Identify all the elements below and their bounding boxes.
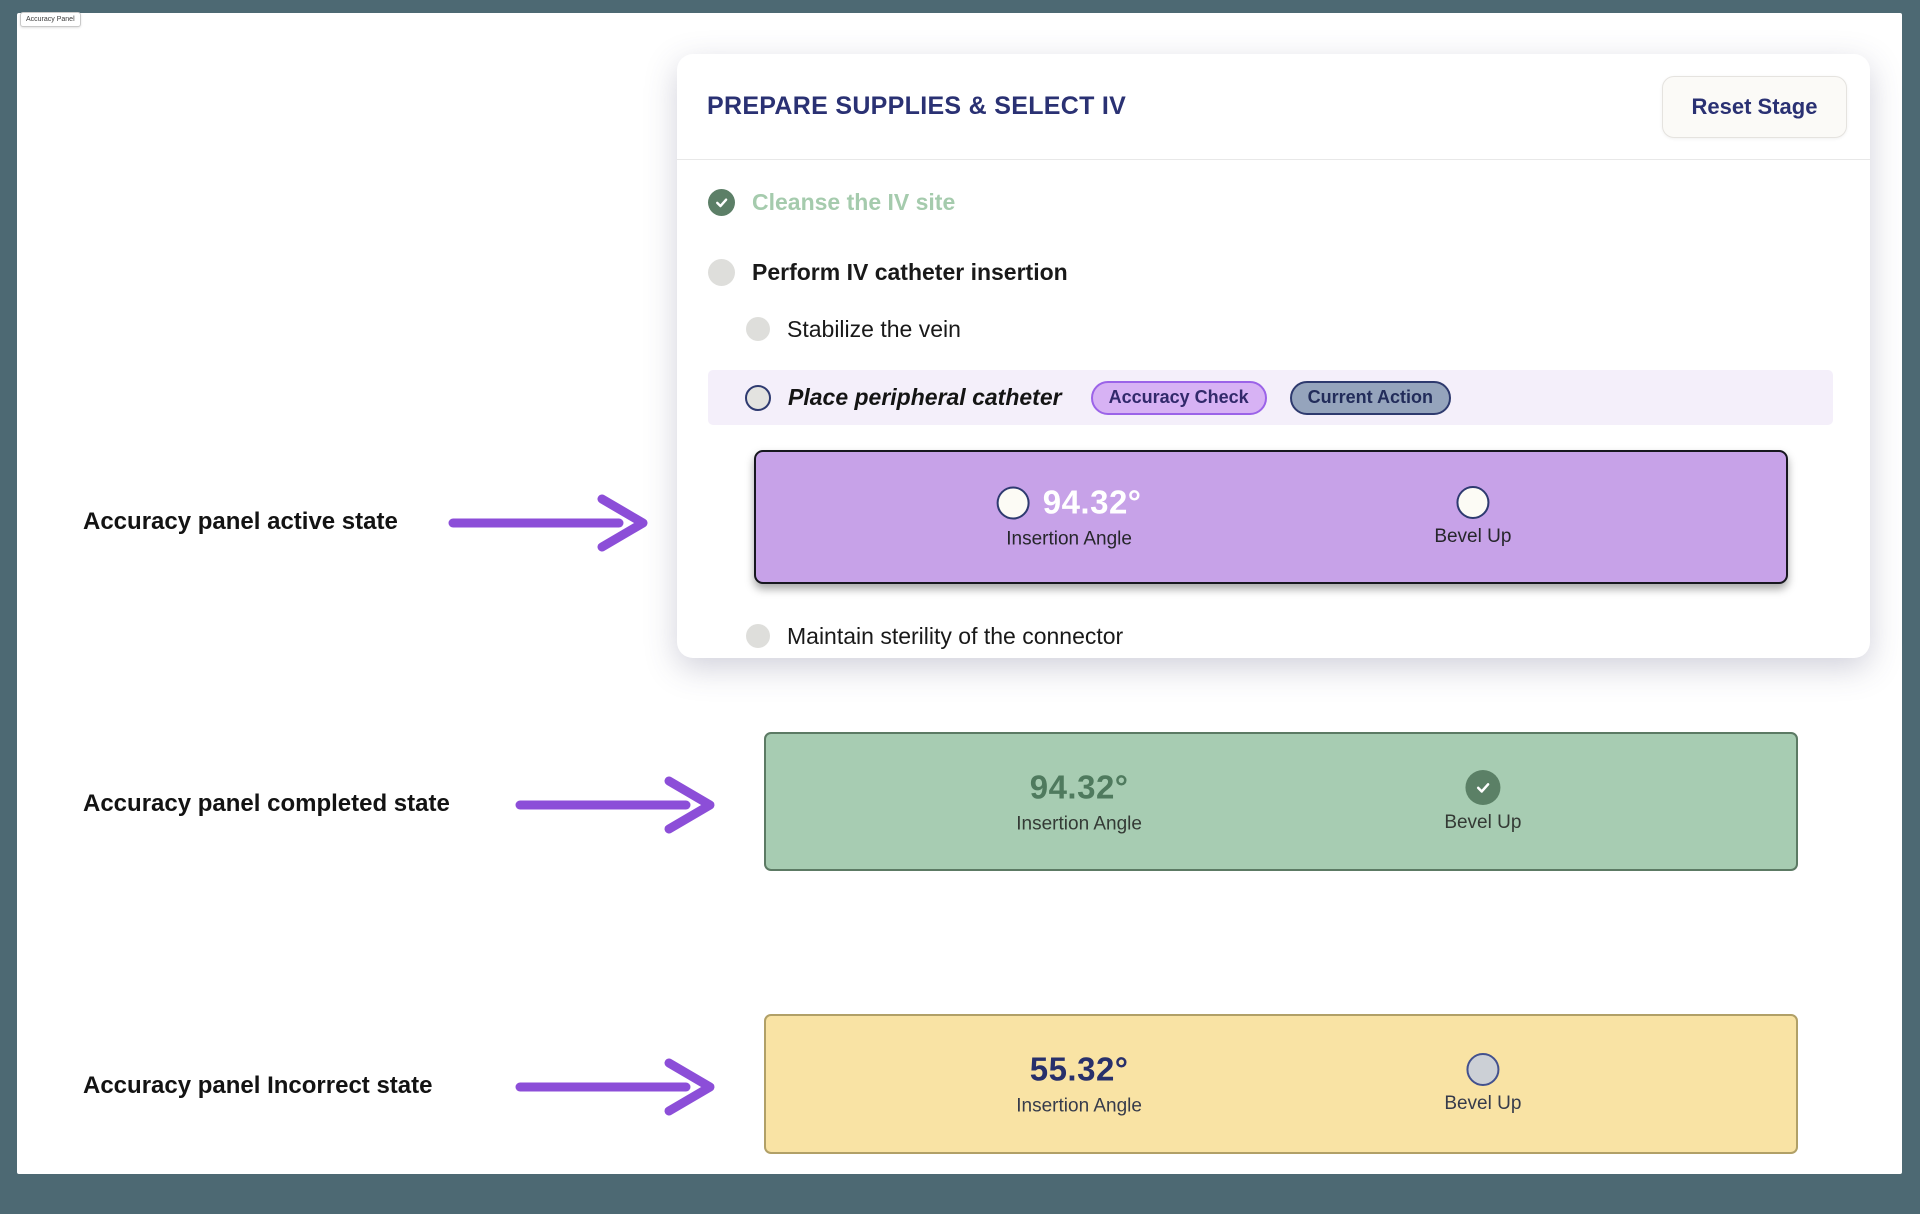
accuracy-panel-active: 94.32° Insertion Angle Bevel Up xyxy=(754,450,1788,584)
stage-card-header: PREPARE SUPPLIES & SELECT IV Reset Stage xyxy=(677,54,1870,160)
checklist-item-maintain-sterility[interactable]: Maintain sterility of the connector xyxy=(746,619,1123,653)
checklist-item-label: Perform IV catheter insertion xyxy=(752,258,1068,285)
bevel-indicator-circle-icon xyxy=(1466,1053,1500,1086)
checklist-item-label: Place peripheral catheter xyxy=(788,384,1062,410)
accuracy-check-badge: Accuracy Check xyxy=(1090,380,1267,415)
accuracy-panel-completed: 94.32° Insertion Angle Bevel Up xyxy=(764,732,1798,871)
bevel-up-label: Bevel Up xyxy=(1434,526,1512,547)
accuracy-panel-incorrect: 55.32° Insertion Angle Bevel Up xyxy=(764,1014,1798,1154)
insertion-angle-label: Insertion Angle xyxy=(1016,813,1142,834)
checkbox-circle-icon xyxy=(746,624,770,648)
insertion-angle-label: Insertion Angle xyxy=(1016,1095,1142,1117)
arrow-right-icon xyxy=(515,1058,715,1116)
insertion-angle-label: Insertion Angle xyxy=(1006,528,1132,550)
bevel-up-label: Bevel Up xyxy=(1444,1093,1522,1114)
checkbox-circle-icon xyxy=(746,317,770,341)
checklist-item-label: Stabilize the vein xyxy=(787,315,961,342)
insertion-angle-group: 55.32° Insertion Angle xyxy=(1016,1051,1142,1118)
stage-card: PREPARE SUPPLIES & SELECT IV Reset Stage… xyxy=(677,54,1870,658)
insertion-angle-value: 94.32° xyxy=(1029,768,1129,805)
accuracy-panel-tag: Accuracy Panel xyxy=(20,12,81,27)
checklist-item-cleanse[interactable]: Cleanse the IV site xyxy=(708,185,955,219)
current-action-badge: Current Action xyxy=(1289,380,1452,415)
insertion-angle-value: 55.32° xyxy=(1029,1050,1129,1088)
check-icon xyxy=(708,188,735,216)
insertion-angle-value: 94.32° xyxy=(1042,483,1142,521)
check-icon xyxy=(1465,769,1501,805)
arrow-right-icon xyxy=(515,776,715,834)
checklist-item-perform[interactable]: Perform IV catheter insertion xyxy=(708,255,1068,289)
checklist-item-stabilize[interactable]: Stabilize the vein xyxy=(746,312,961,346)
annotation-active-state-label: Accuracy panel active state xyxy=(83,508,398,535)
bevel-up-group: Bevel Up xyxy=(1444,769,1522,834)
annotation-incorrect-state-label: Accuracy panel Incorrect state xyxy=(83,1072,433,1099)
stage-title: PREPARE SUPPLIES & SELECT IV xyxy=(707,92,1127,120)
reset-stage-button[interactable]: Reset Stage xyxy=(1662,75,1847,138)
checklist-item-label: Maintain sterility of the connector xyxy=(787,622,1124,649)
bevel-up-group: Bevel Up xyxy=(1444,1053,1521,1115)
bevel-up-group: Bevel Up xyxy=(1434,486,1511,548)
angle-indicator-circle-icon xyxy=(996,486,1030,519)
annotation-completed-state-label: Accuracy panel completed state xyxy=(83,790,450,817)
insertion-angle-group: 94.32° Insertion Angle xyxy=(1016,768,1142,835)
insertion-angle-group: 94.32° Insertion Angle xyxy=(996,483,1142,551)
checkbox-ring-icon xyxy=(745,384,771,411)
checklist-item-place-catheter[interactable]: Place peripheral catheter Accuracy Check… xyxy=(708,370,1833,425)
bevel-indicator-circle-icon xyxy=(1456,486,1490,519)
checklist-item-label: Cleanse the IV site xyxy=(752,188,956,215)
bevel-up-label: Bevel Up xyxy=(1444,811,1522,833)
arrow-right-icon xyxy=(448,494,648,552)
checkbox-circle-icon xyxy=(708,258,735,286)
